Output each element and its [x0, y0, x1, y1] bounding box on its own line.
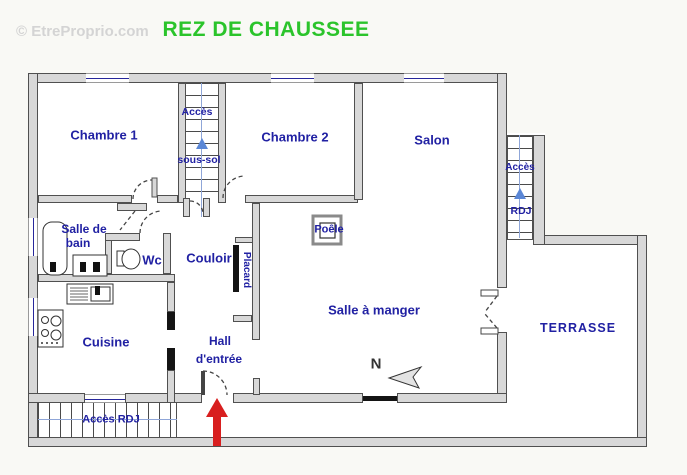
wall-wc-top	[105, 233, 140, 241]
wall-terrace-top	[533, 235, 647, 245]
wall-wc-right	[163, 233, 171, 274]
room-label-chambre1: Chambre 1	[70, 127, 138, 143]
page-title: REZ DE CHAUSSEE	[162, 18, 370, 41]
wall-chambre2-salon	[354, 83, 363, 200]
window-kitchen-bottom	[85, 394, 125, 403]
wall-hall-kitchen-lower	[167, 370, 175, 403]
wall-bottom-a	[28, 393, 85, 403]
bottom-staircase	[38, 403, 177, 437]
doorjamb-kitchen-lower	[167, 348, 175, 370]
wall-bottom-b	[125, 393, 202, 403]
building-floor	[28, 73, 507, 403]
placard-door-panel	[233, 245, 239, 292]
room-label-placard: Placard	[241, 251, 252, 289]
doorjamb-kitchen-upper	[167, 312, 175, 330]
wall-terrace-right	[637, 235, 647, 447]
stair-label-right-1: Accès	[505, 162, 535, 173]
room-label-couloir: Couloir	[186, 250, 232, 266]
wall-bottom-c	[233, 393, 363, 403]
room-label-hall-1: Hall	[208, 334, 232, 348]
stair-label-basement-1: Accès	[181, 105, 213, 118]
wall-placard-bottom	[233, 315, 252, 322]
room-label-terrasse: TERRASSE	[539, 320, 617, 335]
wall-right-upper	[497, 73, 507, 288]
basement-stair-guide-line	[201, 83, 202, 217]
stair-label-right-2: RDJ	[510, 204, 532, 217]
window-dining-bottom	[363, 396, 397, 401]
wall-stair-exit-stub-right	[203, 198, 210, 217]
room-label-wc: Wc	[142, 252, 162, 268]
room-label-salle-de-bain-2: bain	[65, 236, 91, 250]
stair-label-bottom: Accès RDJ	[82, 413, 140, 426]
wall-left	[28, 73, 38, 447]
right-stair-guide-line	[519, 135, 520, 238]
wall-mid-a	[38, 195, 132, 203]
wall-basement-stair-left	[178, 83, 186, 203]
wall-hall-kitchen-upper	[167, 282, 175, 312]
wall-hall-stub-bottom	[253, 378, 260, 395]
wall-mid-b	[157, 195, 178, 203]
wall-right-stair-side	[533, 135, 545, 245]
wall-couloir-dining	[252, 203, 260, 340]
window-chambre2	[271, 73, 314, 83]
north-label: N	[370, 355, 382, 373]
room-label-chambre2: Chambre 2	[261, 129, 329, 145]
wall-terrace-bottom	[28, 437, 647, 447]
wall-bath-door-stub	[117, 203, 147, 211]
room-label-salle-a-manger: Salle à manger	[328, 302, 420, 318]
window-bathroom	[28, 218, 38, 256]
wall-stair-exit-stub-left	[183, 198, 190, 217]
watermark: © EtreProprio.com	[16, 23, 149, 40]
right-staircase	[507, 135, 533, 240]
wall-mid-c	[245, 195, 358, 203]
window-chambre1	[86, 73, 129, 83]
wall-basement-stair-right	[218, 83, 226, 203]
window-salon	[404, 73, 444, 83]
room-label-hall-2: d'entrée	[195, 352, 243, 366]
room-label-salon: Salon	[414, 132, 450, 148]
window-kitchen-left	[28, 298, 38, 336]
basement-staircase	[186, 83, 218, 195]
room-label-salle-de-bain-1: Salle de	[61, 222, 107, 236]
wall-bath-kitchen	[38, 274, 175, 282]
room-label-cuisine: Cuisine	[82, 334, 130, 350]
bottom-stair-guide-line	[38, 419, 177, 420]
wall-bottom-d	[397, 393, 507, 403]
stair-label-basement-2: sous-sol	[177, 153, 221, 166]
label-poele: Poêle	[314, 223, 344, 236]
